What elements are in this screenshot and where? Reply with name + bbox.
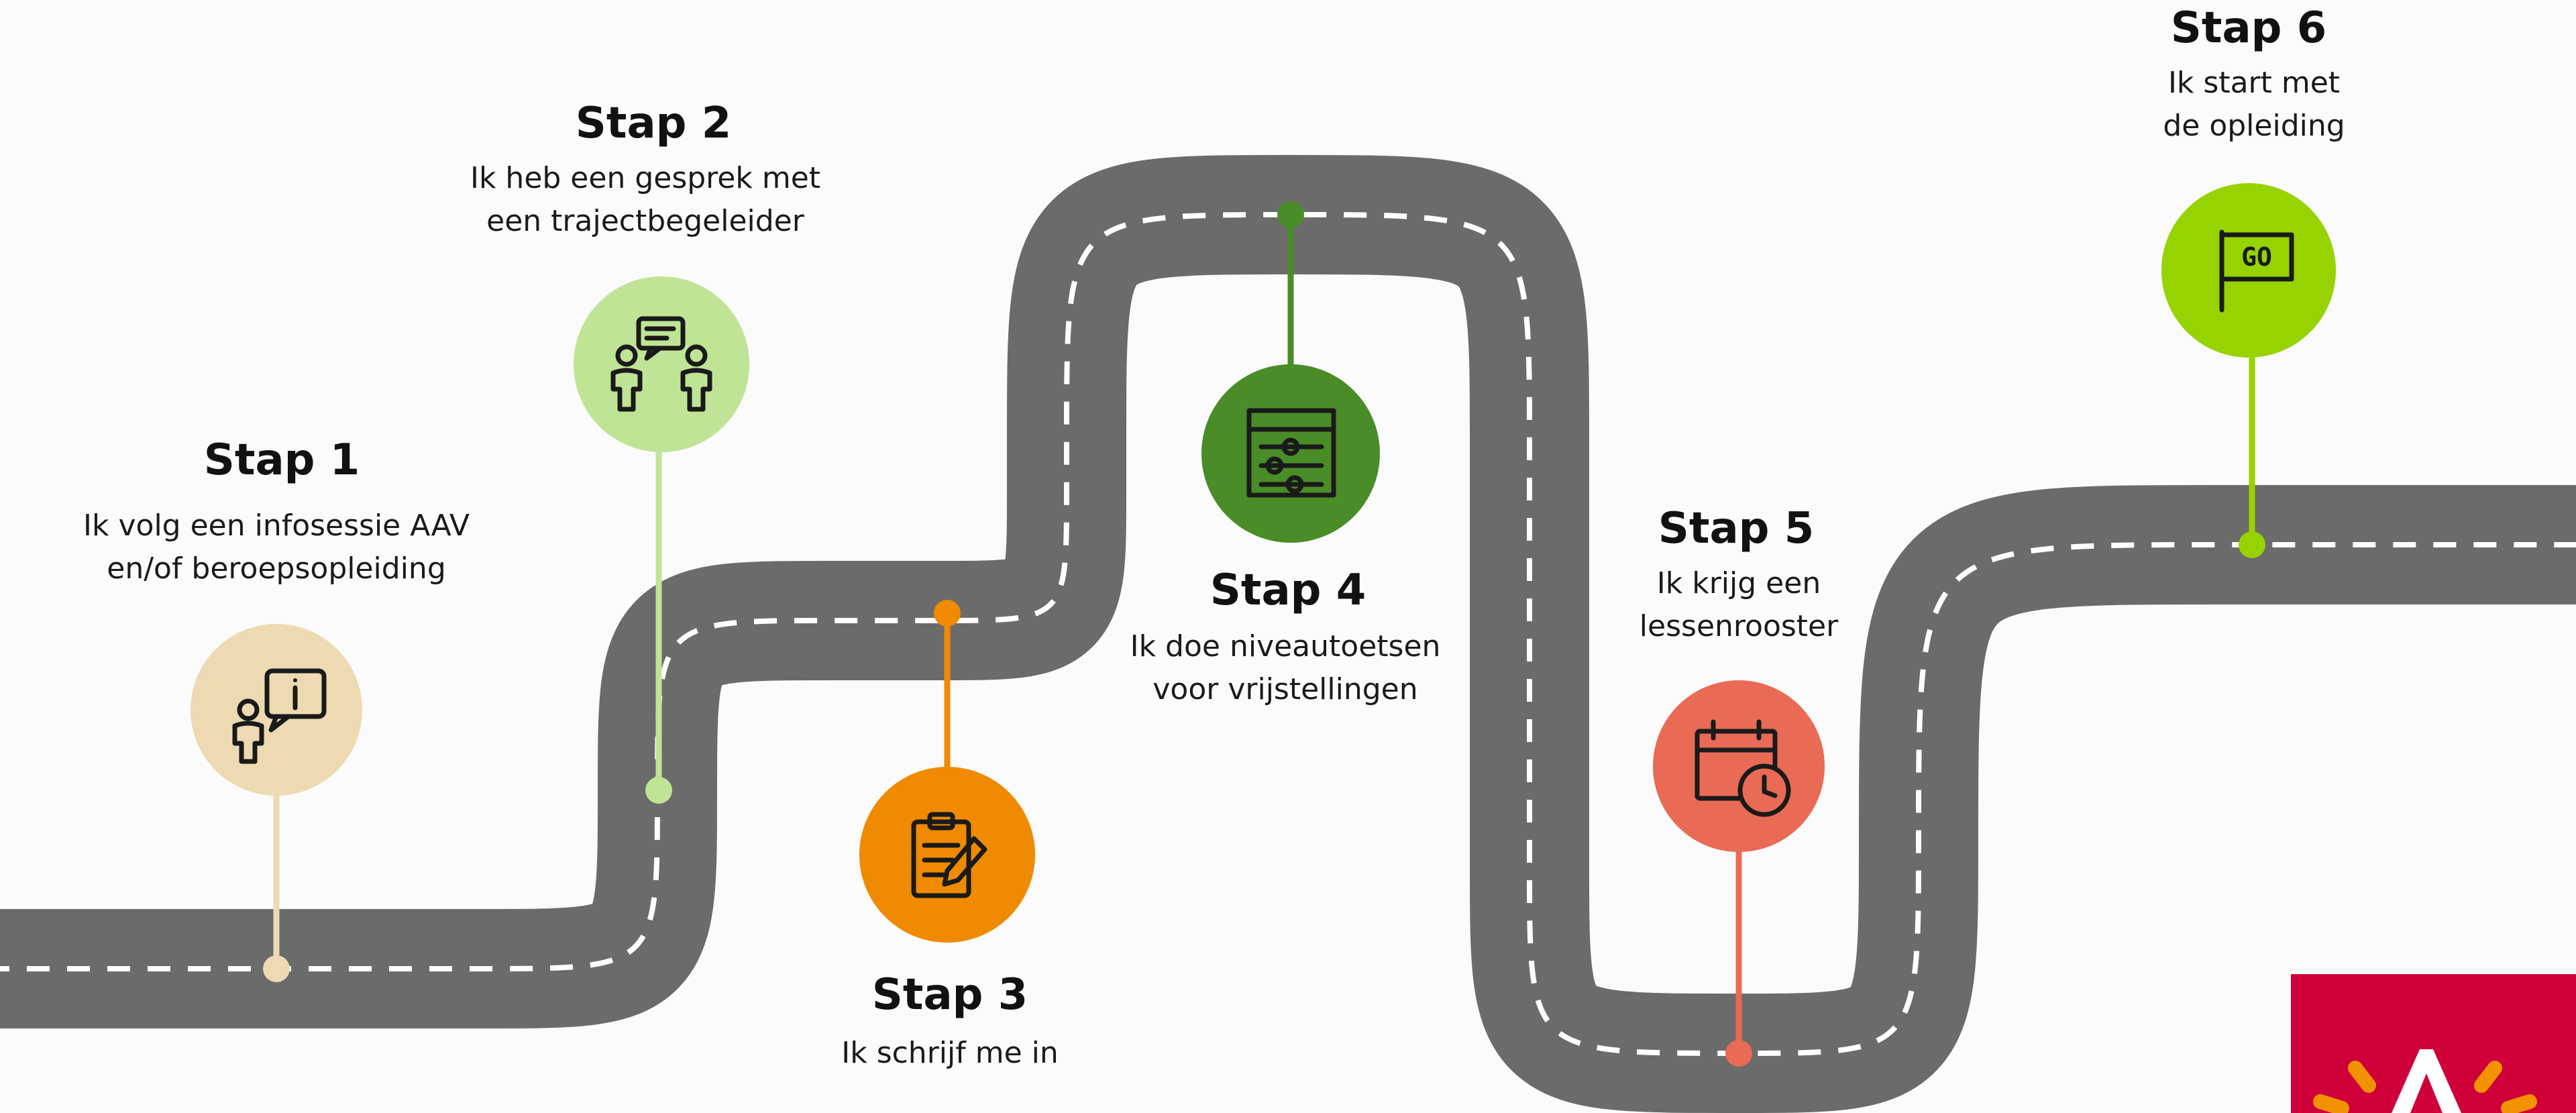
step-3-circle <box>859 767 1035 943</box>
step-3-title: Stap 3 <box>871 970 1028 1020</box>
step-6-dot <box>2239 531 2265 558</box>
step-1-description-line-2: en/of beroepsopleiding <box>107 551 446 586</box>
step-1-marker <box>191 624 362 982</box>
step-1-dot <box>263 955 290 982</box>
step-3-dot <box>934 600 961 627</box>
step-2-circle <box>574 276 749 452</box>
step-1-description: Ik volg een infosessie AAV en/of beroeps… <box>83 505 470 590</box>
logo-mark <box>2313 1049 2537 1113</box>
step-6-marker: GO <box>2161 183 2336 558</box>
conversation-icon <box>610 316 712 412</box>
step-5-circle <box>1653 680 1825 852</box>
step-6-description-line-1: Ik start met <box>2167 66 2341 100</box>
step-2-marker <box>574 276 749 804</box>
logo-rays <box>2313 1061 2537 1113</box>
step-5-marker <box>1653 680 1825 1067</box>
step-4-dot <box>1277 201 1304 228</box>
step-5-dot <box>1725 1040 1752 1067</box>
go-flag-icon: GO <box>2219 229 2294 313</box>
step-4-marker <box>1201 201 1380 543</box>
step-4-description-line-1: Ik doe niveautoetsen <box>1130 629 1441 664</box>
step-2-description-line-1: Ik heb een gesprek met <box>470 161 821 195</box>
step-4-title: Stap 4 <box>1210 566 1366 615</box>
step-4-description: Ik doe niveautoetsen voor vrijstellingen <box>1130 625 1441 711</box>
sliders-icon <box>1246 408 1336 498</box>
road <box>0 154 2576 1113</box>
step-4-description-line-2: voor vrijstellingen <box>1152 672 1418 706</box>
step-2-title: Stap 2 <box>575 99 732 148</box>
step-1-circle <box>191 624 362 796</box>
step-6-circle <box>2161 183 2336 358</box>
step-6-title: Stap 6 <box>2170 3 2327 53</box>
step-3-description: Ik schrijf me in <box>841 1032 1059 1075</box>
clipboard-pen-icon <box>911 812 987 898</box>
step-5-description: Ik krijg een lessenrooster <box>1640 562 1838 648</box>
step-5-title: Stap 5 <box>1658 504 1815 553</box>
step-2-dot <box>645 777 672 804</box>
step-2-description-line-2: een trajectbegeleider <box>486 204 804 238</box>
step-5-description-line-2: lessenrooster <box>1639 609 1839 643</box>
city-logo <box>2291 974 2576 1113</box>
step-6-description-line-2: de opleiding <box>2163 109 2345 143</box>
step-3-description-line-1: Ik schrijf me in <box>841 1036 1059 1070</box>
step-1-title: Stap 1 <box>203 435 360 485</box>
info-speech-person-icon <box>232 668 327 764</box>
step-5-description-line-1: Ik krijg een <box>1656 566 1821 600</box>
step-6-description: Ik start met de opleiding <box>2163 62 2345 148</box>
go-flag-label: GO <box>2241 242 2272 272</box>
logo-letter-a <box>2392 1049 2461 1113</box>
step-1-description-line-1: Ik volg een infosessie AAV <box>83 509 470 543</box>
calendar-clock-icon <box>1695 719 1791 817</box>
step-3-marker <box>859 600 1035 943</box>
step-2-description: Ik heb een gesprek met een trajectbegele… <box>470 157 820 243</box>
